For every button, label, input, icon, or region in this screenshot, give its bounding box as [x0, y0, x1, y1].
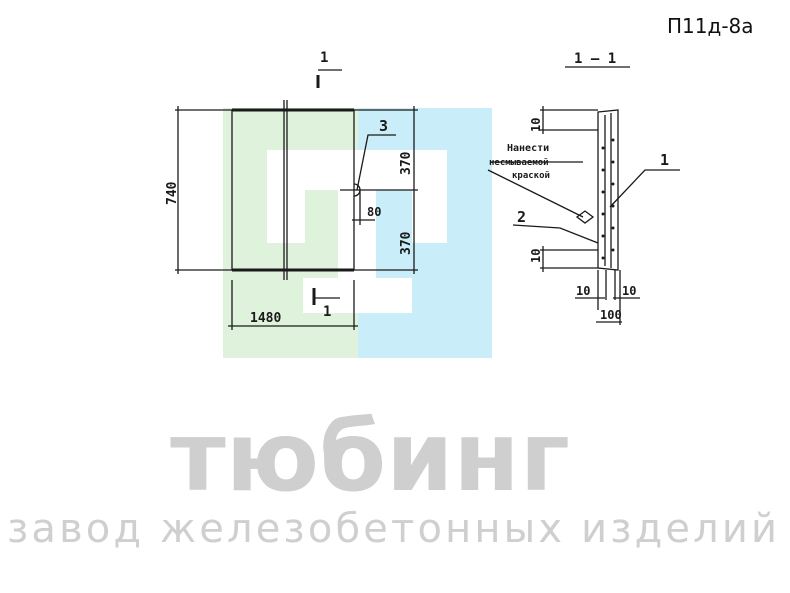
dim-right: 10	[622, 284, 636, 298]
watermark-tagline: завод железобетонных изделий	[7, 506, 777, 552]
section-mark-top: 1	[320, 50, 328, 66]
section-title: 1 – 1	[574, 51, 616, 67]
dim-left: 10	[576, 284, 590, 298]
note-line-2: несмываемой	[489, 158, 549, 168]
dim-upper: 370	[399, 151, 414, 175]
dim-width: 1480	[250, 311, 281, 326]
watermark-logo	[223, 108, 492, 358]
dim-top: 10	[529, 118, 543, 132]
plan-view	[175, 69, 418, 330]
dim-lower: 370	[399, 231, 414, 255]
note-line-1: Нанести	[507, 143, 549, 154]
callout-2: 2	[517, 208, 526, 226]
dim-bottom: 10	[529, 249, 543, 263]
section-view	[487, 66, 680, 325]
dim-thickness: 100	[600, 308, 622, 322]
watermark-brand: тюбинг	[170, 401, 570, 513]
sheet-code: П11д-8а	[667, 14, 754, 38]
callout-3: 3	[379, 117, 388, 135]
callout-1: 1	[660, 151, 669, 169]
dim-offset: 80	[367, 205, 381, 219]
dim-height: 740	[165, 181, 180, 205]
section-mark-bottom: 1	[323, 304, 331, 320]
note-line-3: краской	[512, 171, 550, 181]
